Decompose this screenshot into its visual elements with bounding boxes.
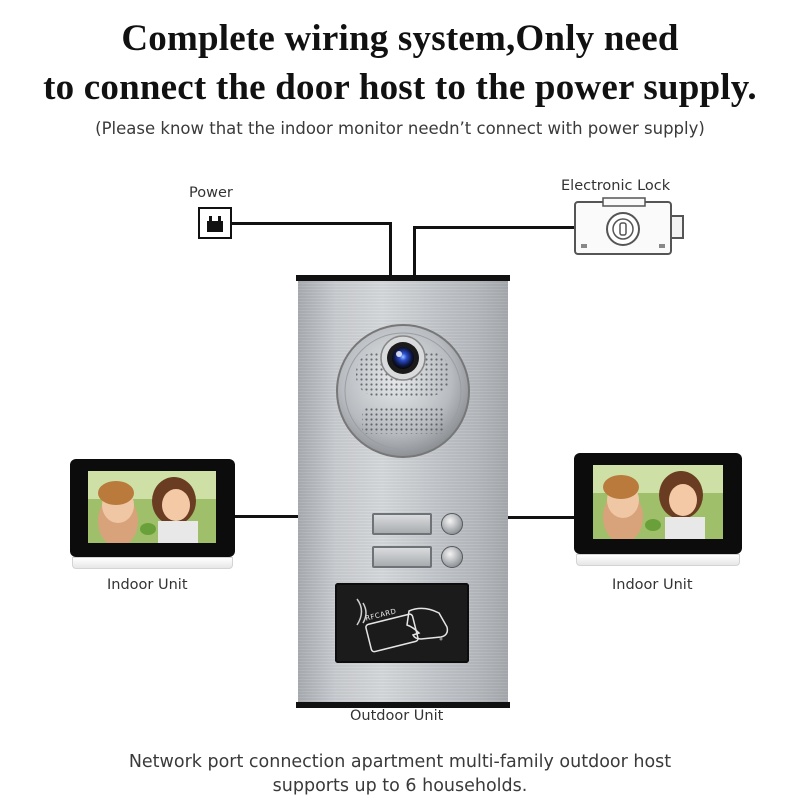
subtitle-note: (Please know that the indoor monitor nee… bbox=[95, 119, 705, 138]
call-button-2[interactable] bbox=[441, 546, 463, 568]
wire-indoor-right bbox=[508, 516, 576, 519]
name-plate-2 bbox=[372, 546, 432, 568]
call-button-1[interactable] bbox=[441, 513, 463, 535]
wire-power-horizontal bbox=[231, 222, 391, 225]
heading-line-1: Complete wiring system,Only need bbox=[121, 18, 679, 59]
panel-top-cap bbox=[296, 275, 510, 281]
power-label: Power bbox=[189, 185, 233, 201]
outdoor-unit-label: Outdoor Unit bbox=[350, 708, 444, 724]
monitor-screen-right bbox=[593, 465, 723, 539]
footer-description: Network port connection apartment multi-… bbox=[0, 750, 800, 798]
indoor-monitor-left bbox=[70, 459, 235, 557]
name-plate-1 bbox=[372, 513, 432, 535]
indoor-monitor-right-base bbox=[576, 554, 740, 566]
indoor-monitor-left-base bbox=[72, 557, 233, 569]
power-adapter-icon bbox=[198, 207, 232, 239]
electronic-lock-icon bbox=[573, 196, 685, 260]
footer-line-2: supports up to 6 households. bbox=[272, 776, 528, 796]
footer-line-1: Network port connection apartment multi-… bbox=[128, 752, 672, 772]
wire-indoor-left bbox=[234, 515, 298, 518]
panel-bottom-cap bbox=[296, 702, 510, 708]
indoor-unit-right-label: Indoor Unit bbox=[612, 577, 693, 593]
wire-power-vertical bbox=[389, 222, 392, 278]
electronic-lock-label: Electronic Lock bbox=[561, 178, 671, 194]
monitor-screen-left bbox=[88, 471, 216, 543]
rfid-card-icon bbox=[349, 593, 457, 653]
heading-line-2: to connect the door host to the power su… bbox=[43, 67, 757, 108]
camera-lens-icon bbox=[380, 335, 426, 381]
wire-lock-vertical bbox=[413, 226, 416, 278]
indoor-monitor-right bbox=[574, 453, 742, 554]
indoor-unit-left-label: Indoor Unit bbox=[107, 577, 188, 593]
wire-lock-horizontal bbox=[413, 226, 576, 229]
rfid-reader-pad: RFCARD bbox=[335, 583, 469, 663]
